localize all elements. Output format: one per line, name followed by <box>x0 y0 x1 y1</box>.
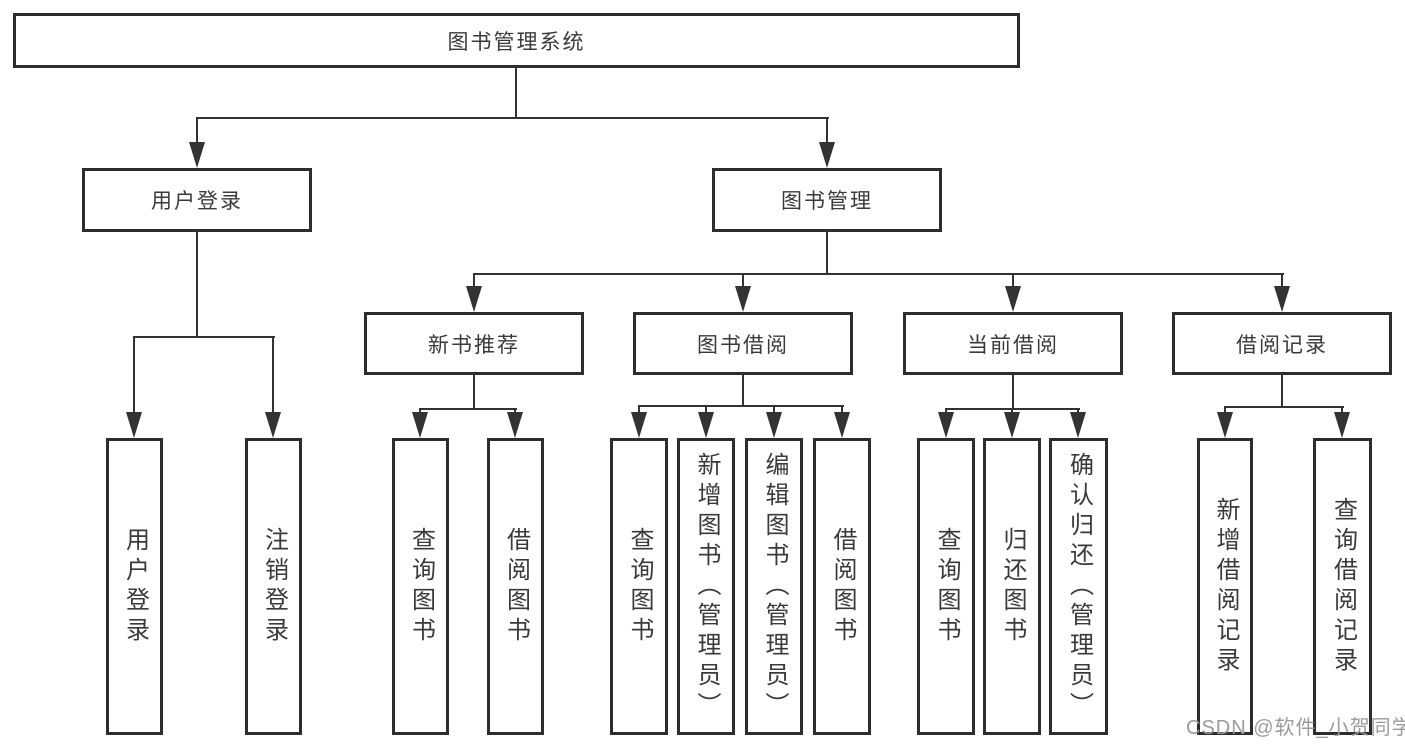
leaf-bb-add-book-admin: 新增图书（管理员） <box>677 438 735 735</box>
connector-line <box>638 405 844 407</box>
node-book-borrow: 图书借阅 <box>633 312 853 375</box>
leaf-nb-query-book-label: 查询图书 <box>407 526 435 647</box>
arrowhead-down-icon <box>507 412 523 438</box>
leaf-logout-label: 注销登录 <box>260 526 288 647</box>
connector-line <box>473 273 1284 275</box>
leaf-nb-borrow-book: 借阅图书 <box>487 438 544 735</box>
node-book-borrow-label: 图书借阅 <box>697 333 789 357</box>
connector-line <box>1224 406 1226 416</box>
leaf-cb-return-book-label: 归还图书 <box>999 526 1026 647</box>
connector-line <box>1341 406 1343 416</box>
leaf-nb-query-book: 查询图书 <box>392 438 449 735</box>
leaf-cb-confirm-return-admin: 确认归还（管理员） <box>1049 438 1108 735</box>
arrowhead-down-icon <box>938 412 954 438</box>
node-current-borrow: 当前借阅 <box>903 312 1123 375</box>
connector-line <box>841 405 843 416</box>
arrowhead-down-icon <box>412 412 428 438</box>
leaf-br-query-record-label: 查询借阅记录 <box>1329 496 1357 677</box>
connector-line <box>473 373 475 410</box>
arrowhead-down-icon <box>466 286 482 312</box>
connector-line <box>419 408 517 410</box>
connector-line <box>826 117 828 146</box>
connector-line <box>638 405 640 416</box>
connector-line <box>742 273 744 290</box>
leaf-user-login: 用户登录 <box>106 438 163 735</box>
arrowhead-down-icon <box>1070 412 1086 438</box>
node-current-borrow-label: 当前借阅 <box>967 333 1059 357</box>
node-root-label: 图书管理系统 <box>447 30 586 54</box>
arrowhead-down-icon <box>1274 286 1290 312</box>
leaf-bb-edit-book-admin: 编辑图书（管理员） <box>745 438 803 735</box>
connector-line <box>826 230 828 275</box>
arrowhead-down-icon <box>834 412 850 438</box>
leaf-bb-borrow-book-label: 借阅图书 <box>829 526 856 647</box>
leaf-cb-return-book: 归还图书 <box>983 438 1041 735</box>
arrowhead-down-icon <box>698 412 714 438</box>
leaf-nb-borrow-book-label: 借阅图书 <box>502 526 530 647</box>
arrowhead-down-icon <box>1004 412 1020 438</box>
csdn-watermark: CSDN @软件_小贺同学 <box>1186 717 1405 739</box>
arrowhead-down-icon <box>126 412 142 438</box>
connector-line <box>1224 406 1344 408</box>
connector-line <box>1281 273 1283 290</box>
arrowhead-down-icon <box>1217 412 1233 438</box>
connector-line <box>742 373 744 407</box>
connector-line <box>473 273 475 290</box>
node-borrow-record: 借阅记录 <box>1172 312 1392 375</box>
node-book-management-label: 图书管理 <box>781 190 873 213</box>
leaf-logout: 注销登录 <box>245 438 302 735</box>
leaf-br-query-record: 查询借阅记录 <box>1313 438 1372 735</box>
node-new-book-recommend-label: 新书推荐 <box>428 333 520 357</box>
connector-line <box>133 336 135 416</box>
connector-line <box>1012 273 1014 290</box>
arrowhead-down-icon <box>631 412 647 438</box>
leaf-br-add-record: 新增借阅记录 <box>1197 438 1253 735</box>
connector-line <box>196 230 198 338</box>
leaf-bb-query-book: 查询图书 <box>610 438 668 735</box>
leaf-cb-confirm-return-admin-label: 确认归还（管理员） <box>1065 451 1093 722</box>
node-borrow-record-label: 借阅记录 <box>1236 333 1328 357</box>
leaf-bb-borrow-book: 借阅图书 <box>813 438 871 735</box>
arrowhead-down-icon <box>265 412 281 438</box>
node-user-login: 用户登录 <box>82 168 312 232</box>
connector-line <box>272 336 274 416</box>
connector-line <box>196 117 198 146</box>
connector-line <box>1012 373 1014 410</box>
arrowhead-down-icon <box>735 286 751 312</box>
node-book-management: 图书管理 <box>712 168 942 232</box>
arrowhead-down-icon <box>819 142 835 168</box>
leaf-bb-edit-book-admin-label: 编辑图书（管理员） <box>761 451 788 722</box>
connector-line <box>1281 373 1283 408</box>
leaf-bb-add-book-admin-label: 新增图书（管理员） <box>693 451 720 722</box>
leaf-cb-query-book-label: 查询图书 <box>933 526 960 647</box>
leaf-bb-query-book-label: 查询图书 <box>626 526 653 647</box>
connector-line <box>515 66 517 119</box>
connector-line <box>196 117 829 119</box>
arrowhead-down-icon <box>1334 412 1350 438</box>
connector-line <box>773 405 775 416</box>
connector-line <box>705 405 707 416</box>
leaf-cb-query-book: 查询图书 <box>917 438 975 735</box>
node-user-login-label: 用户登录 <box>151 190 243 213</box>
arrowhead-down-icon <box>189 142 205 168</box>
node-new-book-recommend: 新书推荐 <box>364 312 584 375</box>
arrowhead-down-icon <box>1005 286 1021 312</box>
arrowhead-down-icon <box>766 412 782 438</box>
node-root: 图书管理系统 <box>13 13 1020 68</box>
connector-line <box>133 336 275 338</box>
leaf-br-add-record-label: 新增借阅记录 <box>1212 496 1239 677</box>
leaf-user-login-label: 用户登录 <box>121 526 149 647</box>
